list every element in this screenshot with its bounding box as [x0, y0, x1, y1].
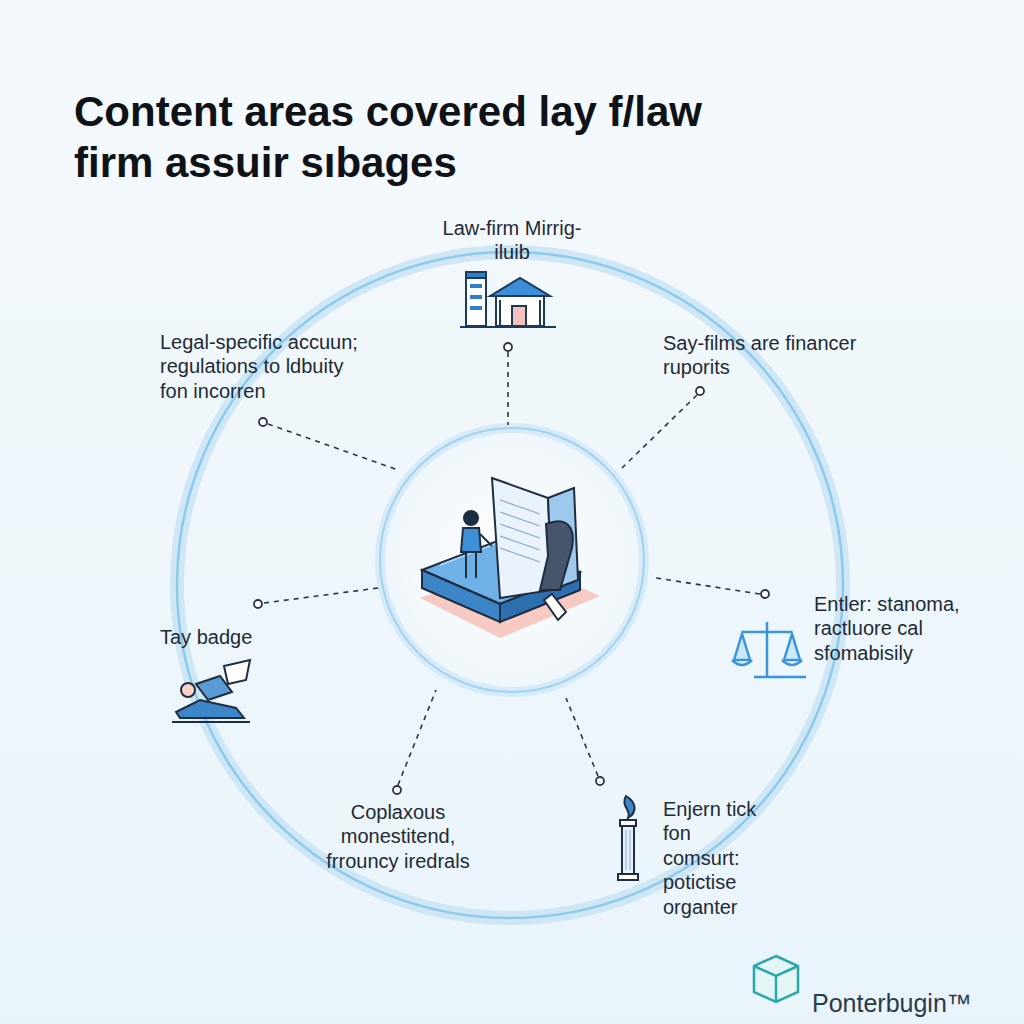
- building-icon: [460, 272, 556, 327]
- center-illustration: [420, 478, 600, 638]
- area-label: Say-films are financer ruporits: [663, 331, 885, 380]
- area-label: Entler: stanoma, ractluore cal sfomabisi…: [814, 592, 979, 665]
- diagram-title: Content areas covered lay f/law firm ass…: [74, 86, 714, 188]
- leader-lines: [264, 352, 760, 785]
- person-icon: [172, 660, 250, 722]
- brand-logo: Ponterbugin™: [812, 988, 1012, 1019]
- inner-circle: [380, 428, 644, 692]
- inner-circle-line: [380, 428, 644, 692]
- logo-cube: [754, 956, 798, 1002]
- leader-dots: [254, 343, 769, 794]
- area-label: Tay badge: [160, 625, 300, 649]
- area-label: Legal-specific accuun; regulations to ld…: [160, 330, 372, 403]
- scales-icon: [732, 622, 806, 677]
- area-label: Enjern tick fon comsurt: potictise organ…: [663, 797, 767, 919]
- area-label: Coplaxous monestitend, frrouncy iredrals: [312, 800, 484, 873]
- area-label: Law-firm Mirrig-iluib: [440, 216, 584, 265]
- column-icon: [618, 796, 638, 880]
